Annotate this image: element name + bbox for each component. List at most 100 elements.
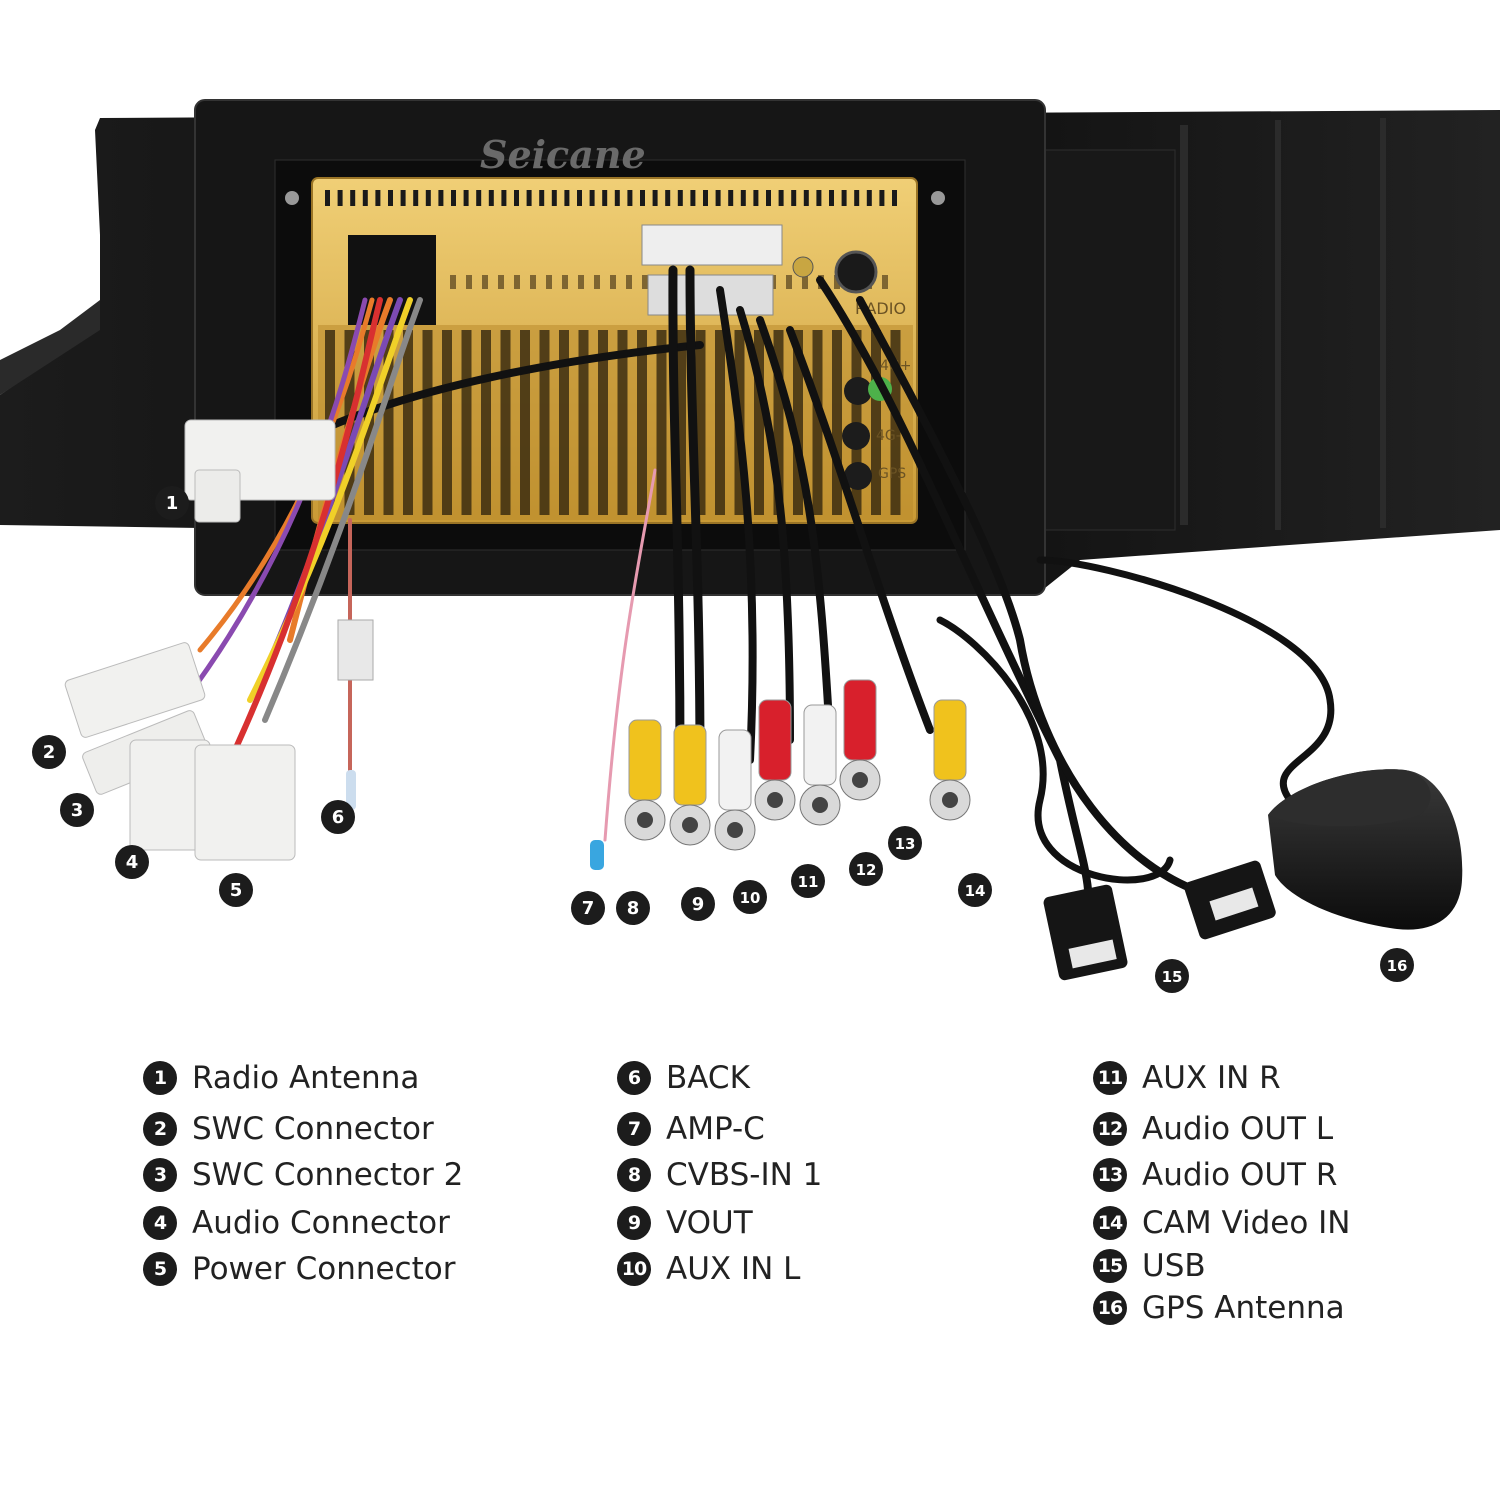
legend-badge-7: 7	[617, 1112, 651, 1146]
cable-harness	[182, 265, 1335, 924]
connector-7-amp-c-wire	[590, 840, 604, 870]
vent-slot	[627, 190, 633, 206]
vent-slot	[450, 275, 456, 289]
cooling-fin	[598, 330, 608, 515]
legend-label-amp-c: AMP-C	[666, 1111, 765, 1147]
legend-badge-3: 3	[143, 1158, 177, 1192]
rca-plug-10	[714, 729, 756, 851]
callout-number: 10	[740, 889, 761, 907]
vent-slot	[652, 190, 658, 206]
connector-16-gps-antenna	[1268, 769, 1463, 930]
legend-label-usb: USB	[1142, 1248, 1206, 1284]
legend-badge-8: 8	[617, 1158, 651, 1192]
legend-badge-5: 5	[143, 1252, 177, 1286]
vent-slot	[882, 275, 888, 289]
callout-3: 3	[60, 793, 94, 827]
vent-slot	[677, 190, 683, 206]
rca-connectors	[624, 679, 971, 851]
legend-badge-16: 16	[1093, 1291, 1127, 1325]
legend-label-aux-in-l: AUX IN L	[666, 1251, 801, 1287]
legend-item-gps-antenna: 16 GPS Antenna	[1093, 1290, 1345, 1326]
vent-slot	[514, 190, 519, 206]
cooling-fin	[617, 330, 628, 515]
cooling-fin	[871, 330, 881, 515]
callout-number: 16	[1387, 957, 1408, 975]
vent-slot	[791, 190, 797, 206]
vent-slot	[551, 190, 557, 206]
legend-badge-1: 1	[143, 1061, 177, 1095]
vent-slot	[488, 190, 494, 206]
callout-number: 5	[230, 880, 243, 901]
cooling-fin	[754, 330, 764, 515]
legend-badge-11: 11	[1093, 1061, 1127, 1095]
callout-number: 11	[798, 873, 819, 891]
vent-slot	[866, 190, 872, 206]
cooling-fin	[461, 330, 472, 515]
legend-item-radio-antenna: 1 Radio Antenna	[143, 1060, 419, 1096]
legend-badge-15: 15	[1093, 1249, 1127, 1283]
cooling-fin	[539, 330, 550, 515]
callout-number: 12	[856, 861, 877, 879]
vent-slot	[337, 190, 343, 206]
vent-slot	[578, 275, 584, 289]
callout-6: 6	[321, 800, 355, 834]
rca-plug-12	[799, 704, 841, 826]
cooling-fin	[773, 330, 784, 515]
callout-15: 15	[1155, 959, 1189, 993]
vent-slot	[375, 190, 381, 206]
vent-slot	[562, 275, 568, 289]
vent-slot	[879, 190, 885, 206]
vent-slot	[816, 190, 822, 206]
callout-16: 16	[1380, 948, 1414, 982]
vent-slot	[530, 275, 536, 289]
seicane-watermark: Seicane	[480, 132, 646, 177]
callout-number: 6	[332, 807, 345, 828]
vent-slot	[362, 190, 368, 206]
vent-slot	[539, 190, 545, 206]
callout-5: 5	[219, 873, 253, 907]
vent-slot	[728, 190, 734, 206]
vent-slot	[325, 190, 330, 206]
callout-number: 4	[126, 852, 139, 873]
legend-label-back: BACK	[666, 1060, 750, 1096]
callout-2: 2	[32, 735, 66, 769]
vent-slot	[642, 275, 648, 289]
connector-6-back-wire	[337, 619, 374, 810]
vent-slot	[766, 190, 771, 206]
legend-label-audio-out-l: Audio OUT L	[1142, 1111, 1334, 1147]
cooling-fin	[637, 330, 647, 515]
callout-13: 13	[888, 826, 922, 860]
cooling-fin	[422, 330, 433, 515]
callout-number: 3	[71, 800, 84, 821]
cooling-fin	[715, 330, 725, 515]
callout-9: 9	[681, 887, 715, 921]
callout-12: 12	[849, 852, 883, 886]
legend-badge-4: 4	[143, 1206, 177, 1240]
cooling-fin	[793, 330, 803, 515]
vent-slot	[476, 190, 482, 206]
vent-slot	[690, 190, 696, 206]
cooling-fin	[383, 330, 394, 515]
vent-slot	[854, 190, 860, 206]
vent-slot	[482, 275, 488, 289]
legend-item-cvbs-in-1: 8 CVBS-IN 1	[617, 1157, 822, 1193]
cooling-fin	[403, 330, 413, 515]
vent-slot	[703, 190, 708, 206]
cooling-fin	[559, 330, 569, 515]
legend-item-power-connector: 5 Power Connector	[143, 1251, 455, 1287]
legend-badge-14: 14	[1093, 1206, 1127, 1240]
rca-plug-8	[624, 719, 666, 841]
legend-item-vout: 9 VOUT	[617, 1205, 753, 1241]
connector-2-swc	[64, 642, 206, 738]
vent-slot	[400, 190, 406, 206]
legend-item-cam-video-in: 14 CAM Video IN	[1093, 1205, 1351, 1241]
gps-port-label: GPS	[878, 466, 906, 482]
head-unit-chassis: RADIO 4G+ 4G- GPS	[311, 177, 918, 524]
legend-label-vout: VOUT	[666, 1205, 753, 1241]
vent-slot	[451, 190, 456, 206]
cooling-fin	[812, 330, 823, 515]
callout-11: 11	[791, 864, 825, 898]
vent-slot	[466, 275, 472, 289]
callout-7: 7	[571, 891, 605, 925]
vent-slot	[614, 190, 620, 206]
